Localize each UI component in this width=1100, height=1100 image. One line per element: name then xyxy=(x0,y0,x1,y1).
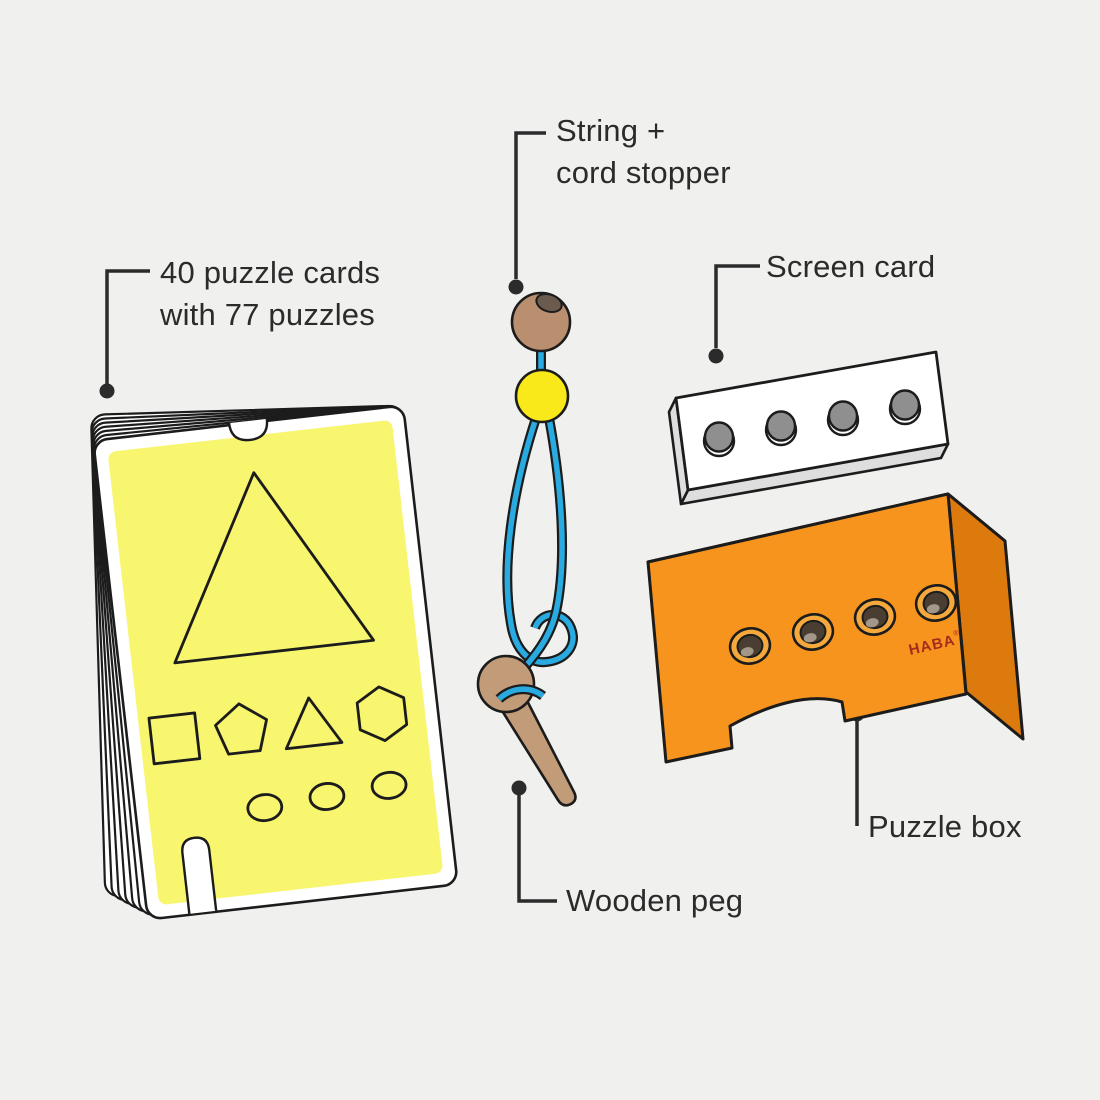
label-puzzle-cards: 40 puzzle cards with 77 puzzles xyxy=(160,252,380,336)
box-hole xyxy=(914,584,958,622)
screen-card-holes xyxy=(702,389,922,458)
puzzle-cards-stack xyxy=(90,404,458,920)
box-hole xyxy=(728,627,772,665)
box-hole xyxy=(853,598,897,636)
connector-wooden-peg-line xyxy=(517,788,557,903)
cord-stopper-bead xyxy=(514,368,570,424)
screen-card-face xyxy=(674,350,950,492)
card-face xyxy=(108,420,443,905)
label-puzzle-cards-line2: with 77 puzzles xyxy=(160,297,375,332)
connector-puzzle-cards-line xyxy=(105,269,150,384)
pentagon-shape xyxy=(214,702,268,756)
screen-card-hole xyxy=(826,400,860,437)
card-printed-shapes xyxy=(147,471,409,823)
label-string-stopper: String + cord stopper xyxy=(556,110,731,194)
screen-card-hole xyxy=(764,410,798,447)
label-wooden-peg-text: Wooden peg xyxy=(566,883,744,918)
screen-card-hole xyxy=(888,389,922,426)
label-puzzle-box-text: Puzzle box xyxy=(868,809,1022,844)
card-notch xyxy=(229,418,268,441)
square-shape xyxy=(147,711,202,766)
oval-shape xyxy=(246,793,284,823)
card-notch-outline xyxy=(227,418,269,442)
hexagon-shape xyxy=(355,685,409,742)
box-hole xyxy=(791,613,835,651)
string-wrap xyxy=(497,686,545,702)
card-slot xyxy=(181,836,218,914)
label-screen-card-text: Screen card xyxy=(766,249,936,284)
connector-string-line xyxy=(514,131,546,279)
label-puzzle-box: Puzzle box xyxy=(868,806,1022,848)
box-holes xyxy=(728,584,958,665)
peg-handle xyxy=(494,685,577,807)
connector-screen-card-dot xyxy=(708,348,724,364)
connector-puzzle-cards-dot xyxy=(99,383,115,399)
triangle-small-shape xyxy=(284,696,344,751)
label-string-stopper-line2: cord stopper xyxy=(556,155,731,190)
connector-screen-card-line xyxy=(714,264,760,348)
label-string-stopper-line1: String + xyxy=(556,113,666,148)
label-wooden-peg: Wooden peg xyxy=(566,880,743,922)
screen-card-illustration xyxy=(667,350,950,506)
wooden-peg-illustration xyxy=(476,654,577,807)
triangle-large-shape xyxy=(173,471,375,665)
oval-shape xyxy=(370,770,408,800)
connector-string-dot xyxy=(508,279,524,295)
label-screen-card: Screen card xyxy=(766,246,935,288)
label-puzzle-cards-line1: 40 puzzle cards xyxy=(160,255,381,290)
brand-registered-mark: ® xyxy=(952,628,960,638)
screen-card-hole xyxy=(702,421,736,458)
oval-shape xyxy=(308,782,346,811)
peg-head xyxy=(476,654,536,714)
bead-hole xyxy=(535,292,563,314)
connectors xyxy=(105,131,859,903)
puzzle-box-illustration: HABA ® xyxy=(646,492,1025,764)
connector-wooden-peg-dot xyxy=(511,780,527,796)
string-and-stopper xyxy=(502,291,578,689)
